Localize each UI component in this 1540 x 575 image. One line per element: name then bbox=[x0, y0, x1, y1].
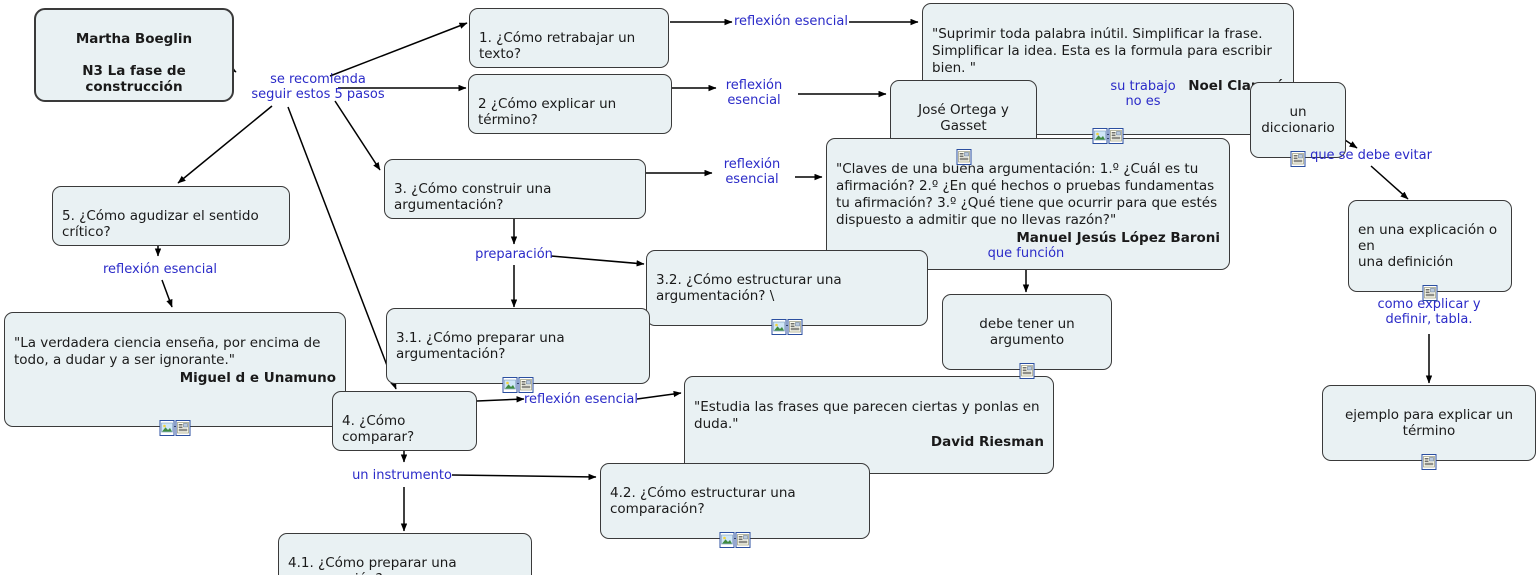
link-label-que-se-debe-evitar: que se debe evitar bbox=[1310, 148, 1432, 163]
link-label-que-funcion: que función bbox=[987, 246, 1065, 261]
node-icons[interactable] bbox=[1422, 285, 1438, 301]
link-label-reflexion-4: reflexión esencial bbox=[524, 392, 638, 407]
node-q4-label: 4. ¿Cómo comparar? bbox=[342, 413, 415, 445]
document-icon[interactable] bbox=[1019, 363, 1035, 379]
node-ejemplo-label: ejemplo para explicar un término bbox=[1344, 407, 1514, 439]
node-q31[interactable]: 3.1. ¿Cómo preparar una argumentación? bbox=[386, 308, 650, 393]
document-icon[interactable] bbox=[735, 532, 751, 548]
quote-riesman-text: "Estudia las frases que parecen ciertas … bbox=[694, 399, 1040, 432]
node-icons[interactable] bbox=[1019, 363, 1035, 379]
node-q3[interactable]: 3. ¿Cómo construir una argumentación? bbox=[384, 159, 646, 219]
picture-icon[interactable] bbox=[771, 319, 787, 335]
node-icons[interactable] bbox=[1092, 128, 1124, 144]
document-icon[interactable] bbox=[1421, 454, 1437, 470]
node-argumento[interactable]: debe tener un argumento bbox=[942, 294, 1112, 379]
node-ortega-label: José Ortega y Gasset bbox=[918, 102, 1009, 134]
node-icons[interactable] bbox=[771, 319, 803, 335]
node-quote-riesman[interactable]: "Estudia las frases que parecen ciertas … bbox=[684, 376, 1054, 474]
document-icon[interactable] bbox=[1290, 151, 1306, 167]
node-icons[interactable] bbox=[719, 532, 751, 548]
link-label-reflexion-1: reflexión esencial bbox=[734, 14, 848, 29]
node-q42-label: 4.2. ¿Cómo estructurar una comparación? bbox=[610, 485, 796, 517]
node-explicacion[interactable]: en una explicación o en una definición bbox=[1348, 200, 1512, 301]
node-q32[interactable]: 3.2. ¿Cómo estructurar una argumentación… bbox=[646, 250, 928, 335]
node-q32-label: 3.2. ¿Cómo estructurar una argumentación… bbox=[656, 272, 842, 304]
link-label-preparacion: preparación bbox=[475, 247, 553, 262]
node-icons[interactable] bbox=[956, 149, 971, 165]
document-icon[interactable] bbox=[787, 319, 803, 335]
link-label-reflexion-3: reflexión esencial bbox=[723, 157, 781, 187]
node-q5-label: 5. ¿Cómo agudizar el sentido crítico? bbox=[62, 208, 259, 240]
link-label-reflexion-2: reflexión esencial bbox=[725, 78, 783, 108]
link-label-se-recomienda: se recomienda seguir estos 5 pasos bbox=[251, 72, 385, 102]
node-diccionario[interactable]: un diccionario bbox=[1250, 82, 1346, 167]
quote-unamuno-author: Miguel d e Unamuno bbox=[179, 370, 336, 386]
link-label-como-explicar: como explicar y definir, tabla. bbox=[1377, 297, 1481, 327]
node-explicacion-label: en una explicación o en una definición bbox=[1358, 222, 1498, 270]
node-q3-label: 3. ¿Cómo construir una argumentación? bbox=[394, 181, 552, 213]
quote-riesman-author: David Riesman bbox=[930, 434, 1044, 450]
quote-claraso-text: "Suprimir toda palabra inútil. Simplific… bbox=[932, 26, 1272, 76]
picture-icon[interactable] bbox=[719, 532, 735, 548]
node-icons[interactable] bbox=[1421, 454, 1437, 470]
root-line-1: Martha Boeglin bbox=[75, 31, 193, 47]
picture-icon[interactable] bbox=[1092, 128, 1108, 144]
link-label-su-trabajo: su trabajo no es bbox=[1110, 79, 1176, 109]
node-argumento-label: debe tener un argumento bbox=[979, 316, 1075, 348]
node-q2[interactable]: 2 ¿Cómo explicar un término? bbox=[468, 74, 672, 134]
node-icons[interactable] bbox=[1290, 151, 1306, 167]
node-root[interactable]: Martha Boeglin N3 La fase de construcció… bbox=[34, 8, 234, 102]
node-q42[interactable]: 4.2. ¿Cómo estructurar una comparación? bbox=[600, 463, 870, 548]
document-icon[interactable] bbox=[1422, 285, 1438, 301]
node-q1[interactable]: 1. ¿Cómo retrabajar un texto? bbox=[469, 8, 669, 68]
document-icon[interactable] bbox=[956, 149, 971, 165]
picture-icon[interactable] bbox=[502, 377, 518, 393]
link-label-reflexion-5: reflexión esencial bbox=[103, 262, 217, 277]
node-q41-label: 4.1. ¿Cómo preparar una comparación? bbox=[288, 555, 457, 575]
quote-baroni-author: Manuel Jesús López Baroni bbox=[1016, 230, 1220, 246]
node-q2-label: 2 ¿Cómo explicar un término? bbox=[478, 96, 617, 128]
node-quote-claraso[interactable]: "Suprimir toda palabra inútil. Simplific… bbox=[922, 3, 1294, 144]
quote-unamuno-text: "La verdadera ciencia enseña, por encima… bbox=[14, 335, 321, 368]
node-q5[interactable]: 5. ¿Cómo agudizar el sentido crítico? bbox=[52, 186, 290, 246]
picture-icon[interactable] bbox=[159, 420, 175, 436]
node-ejemplo[interactable]: ejemplo para explicar un término bbox=[1322, 385, 1536, 470]
document-icon[interactable] bbox=[518, 377, 534, 393]
node-icons[interactable] bbox=[502, 377, 534, 393]
document-icon[interactable] bbox=[175, 420, 191, 436]
document-icon[interactable] bbox=[1108, 128, 1124, 144]
root-line-2: N3 La fase de construcción bbox=[82, 63, 186, 95]
node-quote-unamuno[interactable]: "La verdadera ciencia enseña, por encima… bbox=[4, 312, 346, 436]
node-q41[interactable]: 4.1. ¿Cómo preparar una comparación? bbox=[278, 533, 532, 575]
node-q31-label: 3.1. ¿Cómo preparar una argumentación? bbox=[396, 330, 565, 362]
node-q4[interactable]: 4. ¿Cómo comparar? bbox=[332, 391, 477, 451]
node-q1-label: 1. ¿Cómo retrabajar un texto? bbox=[479, 30, 636, 62]
node-icons[interactable] bbox=[159, 420, 191, 436]
node-quote-baroni[interactable]: "Claves de una buena argumentación: 1.º … bbox=[826, 138, 1230, 270]
node-diccionario-label: un diccionario bbox=[1261, 104, 1335, 136]
link-label-un-instrumento: un instrumento bbox=[352, 468, 452, 483]
quote-baroni-text: "Claves de una buena argumentación: 1.º … bbox=[836, 161, 1218, 228]
